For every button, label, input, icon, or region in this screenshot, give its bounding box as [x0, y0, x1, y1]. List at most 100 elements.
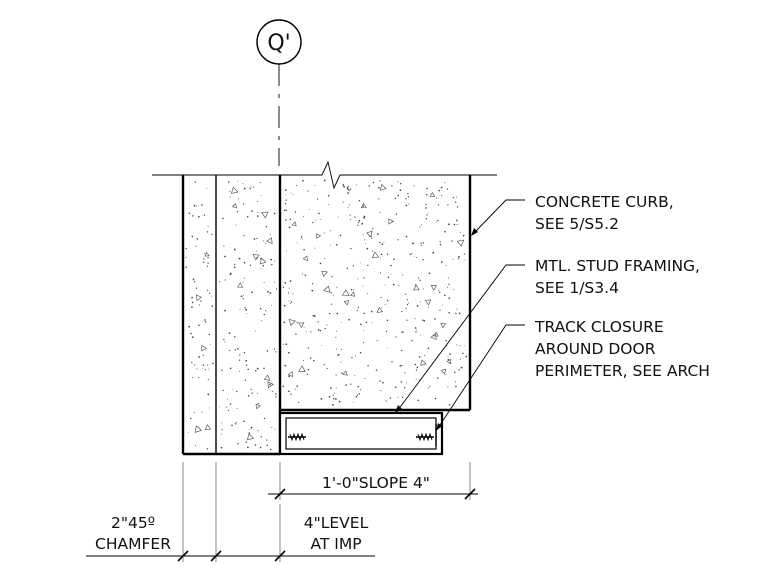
concrete-aggregate-dot: [288, 390, 290, 393]
concrete-aggregate-dot: [206, 187, 208, 189]
concrete-aggregate-dot: [429, 386, 431, 388]
concrete-aggregate-dot: [185, 247, 187, 250]
concrete-aggregate-dot: [460, 366, 463, 369]
concrete-aggregate-dot: [418, 356, 421, 358]
concrete-aggregate-dot: [255, 370, 257, 372]
concrete-aggregate-dot: [405, 293, 407, 295]
concrete-aggregate-dot: [249, 187, 251, 190]
break-line: [152, 160, 497, 190]
concrete-aggregate-dot: [239, 354, 241, 356]
dim-tick-b: [210, 550, 222, 562]
concrete-aggregate-triangle: [433, 331, 439, 337]
concrete-aggregate-dot: [419, 226, 421, 228]
concrete-aggregate-dot: [437, 204, 440, 206]
concrete-aggregate-dot: [204, 252, 205, 254]
concrete-aggregate-dot: [283, 209, 286, 212]
concrete-aggregate-dot: [358, 219, 361, 222]
concrete-aggregate-dot: [244, 307, 246, 309]
concrete-aggregate-dot: [456, 344, 458, 346]
concrete-aggregate-dot: [192, 377, 194, 379]
concrete-aggregate-dot: [237, 443, 239, 445]
concrete-aggregate-dot: [352, 402, 354, 403]
concrete-aggregate-dot: [261, 320, 263, 322]
concrete-aggregate-dot: [399, 365, 402, 367]
concrete-aggregate-dot: [316, 198, 319, 200]
concrete-aggregate-dot: [337, 353, 340, 356]
concrete-aggregate-dot: [323, 179, 326, 182]
concrete-aggregate-dot: [372, 181, 375, 184]
concrete-aggregate-dot: [191, 235, 194, 238]
concrete-aggregate-dot: [349, 219, 351, 220]
concrete-aggregate-dot: [368, 185, 370, 187]
concrete-aggregate-dot: [312, 221, 314, 224]
concrete-aggregate-dot: [224, 309, 226, 312]
concrete-aggregate-dot: [345, 384, 347, 386]
concrete-aggregate-dot: [303, 359, 305, 361]
concrete-aggregate-dot: [265, 225, 268, 228]
concrete-aggregate-dot: [326, 368, 328, 370]
concrete-aggregate-triangle: [204, 251, 210, 257]
concrete-aggregate-dot: [341, 372, 343, 374]
concrete-aggregate-dot: [428, 272, 431, 275]
concrete-aggregate-dot: [448, 223, 450, 226]
concrete-aggregate-dot: [307, 347, 309, 349]
concrete-aggregate-dot: [335, 387, 337, 389]
concrete-aggregate-dot: [185, 256, 187, 258]
concrete-aggregate-dot: [250, 426, 253, 429]
concrete-aggregate-dot: [426, 214, 428, 216]
concrete-aggregate-dot: [221, 422, 223, 424]
concrete-aggregate-dot: [206, 265, 209, 268]
concrete-aggregate-dot: [372, 228, 374, 230]
concrete-aggregate-triangle: [440, 322, 447, 329]
concrete-aggregate-dot: [350, 247, 352, 250]
concrete-aggregate-triangle: [291, 221, 297, 227]
concrete-aggregate-dot: [211, 305, 214, 307]
concrete-aggregate-dot: [379, 257, 381, 259]
concrete-aggregate-dot: [246, 215, 249, 218]
concrete-aggregate-triangle: [446, 358, 452, 365]
callout-concrete-curb-line2: SEE 5/S5.2: [535, 215, 619, 233]
concrete-aggregate-dot: [270, 234, 271, 235]
concrete-aggregate-dot: [441, 261, 443, 263]
concrete-aggregate-dot: [262, 240, 264, 242]
concrete-aggregate-dot: [455, 385, 457, 388]
concrete-aggregate-dot: [257, 402, 259, 405]
concrete-aggregate-dot: [437, 289, 440, 291]
concrete-aggregate-dot: [391, 361, 393, 363]
concrete-aggregate-dot: [295, 333, 297, 335]
concrete-aggregate-dot: [352, 265, 355, 267]
concrete-aggregate-dot: [269, 292, 272, 294]
concrete-aggregate-dot: [309, 357, 312, 359]
concrete-aggregate-dot: [284, 203, 287, 205]
concrete-aggregate-dot: [271, 380, 273, 382]
concrete-aggregate-dot: [422, 288, 424, 290]
concrete-aggregate-dot: [411, 339, 413, 342]
concrete-aggregate-dot: [206, 448, 209, 450]
concrete-aggregate-dot: [414, 363, 417, 366]
concrete-aggregate-triangle: [342, 370, 348, 376]
concrete-aggregate-dot: [379, 380, 381, 382]
concrete-aggregate-dot: [403, 386, 406, 389]
concrete-aggregate-dot: [371, 322, 373, 324]
concrete-aggregate-dot: [271, 390, 273, 392]
concrete-aggregate-dot: [412, 242, 414, 245]
concrete-aggregate-dot: [458, 312, 461, 315]
concrete-aggregate-dot: [380, 390, 382, 392]
concrete-aggregate-dot: [456, 219, 458, 221]
concrete-aggregate-dot: [264, 242, 266, 244]
concrete-aggregate-dot: [303, 326, 305, 328]
concrete-aggregate-dot: [394, 386, 397, 389]
concrete-aggregate-triangle: [194, 425, 202, 433]
concrete-aggregate-dot: [196, 205, 197, 207]
concrete-aggregate-dot: [308, 208, 310, 210]
concrete-aggregate-dot: [274, 429, 276, 431]
concrete-aggregate-dot: [458, 255, 460, 258]
concrete-aggregate-dot: [357, 224, 359, 226]
concrete-aggregate-dot: [207, 262, 209, 264]
stud-track-outer: [278, 411, 444, 456]
concrete-aggregate-dot: [231, 424, 233, 427]
concrete-aggregate-dot: [193, 204, 196, 207]
concrete-aggregate-dot: [266, 444, 269, 447]
concrete-aggregate-dot: [454, 371, 456, 373]
concrete-aggregate-triangle: [360, 202, 367, 209]
